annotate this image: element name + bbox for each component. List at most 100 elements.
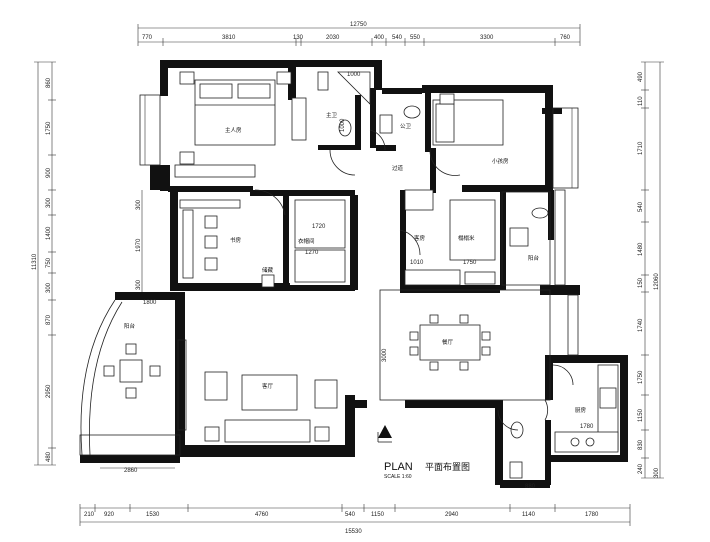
chair-icon — [125, 343, 137, 355]
plan-title: PLAN — [384, 461, 413, 473]
armchair-icon — [204, 371, 228, 401]
toilet-icon — [317, 71, 329, 91]
dim-top-400: 400 — [374, 35, 385, 41]
dim-1750: 1750 — [463, 260, 477, 266]
closet-shelf — [294, 199, 346, 249]
dim-3000: 3000 — [382, 348, 388, 362]
chair-icon — [204, 235, 218, 249]
plan-title-cn: 平面布置图 — [425, 461, 470, 473]
basin-icon — [338, 119, 352, 137]
dim-right-540: 540 — [638, 201, 644, 212]
basin-icon — [403, 105, 421, 119]
dim-right-1740: 1740 — [638, 318, 644, 332]
dim-left-860: 860 — [46, 77, 52, 88]
stove-icon — [570, 437, 580, 447]
desk — [182, 209, 194, 279]
dim-bottom-920: 920 — [104, 512, 115, 518]
cabinet — [404, 189, 434, 211]
wardrobe — [291, 97, 307, 141]
dim-top-770: 770 — [142, 35, 153, 41]
side-table-icon — [314, 426, 330, 442]
dim-bottom-1140: 1140 — [522, 512, 536, 518]
dim-top-3810: 3810 — [222, 35, 236, 41]
room-living: 客厅 — [262, 382, 274, 390]
dim-1800: 1800 — [143, 300, 157, 306]
right-dimensions: 490 110 1710 540 1480 150 1740 1750 1150… — [638, 61, 664, 479]
left-dimensions: 11310 860 1750 900 300 1400 750 300 870 … — [32, 61, 143, 466]
plan-scale: SCALE 1:60 — [384, 474, 412, 480]
dim-left-300a: 300 — [46, 197, 52, 208]
dim-1720: 1720 — [312, 224, 326, 230]
chair-icon — [204, 257, 218, 271]
toilet-icon — [509, 461, 523, 479]
dim-right-240: 240 — [638, 463, 644, 474]
dim-right-830: 830 — [638, 439, 644, 450]
stove-icon — [585, 437, 595, 447]
coffee-table-icon — [241, 374, 298, 411]
washer-icon — [509, 227, 529, 247]
bookshelf — [179, 199, 241, 209]
dim-left-300-inner-b: 300 — [136, 279, 142, 290]
dim-right-1750: 1750 — [638, 370, 644, 384]
dim-left-total: 11310 — [32, 253, 38, 270]
dim-left-870: 870 — [46, 314, 52, 325]
dim-top-550: 550 — [410, 35, 421, 41]
dim-880: 880 — [525, 484, 536, 490]
dim-right-110: 110 — [638, 96, 644, 106]
dim-left-1970: 1970 — [136, 238, 142, 252]
chair-icon — [149, 365, 161, 377]
double-bed-icon — [179, 71, 292, 146]
dim-right-1150: 1150 — [638, 408, 644, 422]
room-balcony: 阳台 — [124, 322, 136, 330]
sink-icon — [599, 387, 617, 409]
dim-top-760: 760 — [560, 35, 571, 41]
dim-right-490: 490 — [638, 71, 644, 82]
interior-dimensions: 1000 1000 1720 1270 1010 1750 1800 3000 … — [100, 72, 594, 490]
table-icon — [119, 359, 143, 383]
dim-top-total: 12750 — [350, 22, 367, 28]
room-shared-bath: 公卫 — [400, 123, 412, 130]
dim-right-1480: 1480 — [638, 242, 644, 256]
dim-top-2030: 2030 — [326, 35, 340, 41]
dim-top-540: 540 — [392, 35, 403, 41]
tatami-platform — [449, 199, 496, 261]
chair-icon — [204, 215, 218, 229]
dim-bottom-2940: 2940 — [445, 512, 459, 518]
room-master-bedroom: 主人房 — [225, 126, 242, 134]
room-tatami: 榻榻米 — [458, 234, 475, 242]
dim-left-480: 480 — [46, 451, 52, 462]
dim-bottom-1530: 1530 — [146, 512, 160, 518]
dim-bottom-1150: 1150 — [371, 512, 385, 518]
room-guest: 客房 — [414, 234, 426, 242]
dim-bottom-540: 540 — [345, 512, 356, 518]
dim-1000-b: 1000 — [340, 118, 346, 132]
closet-shelf — [294, 249, 346, 283]
windows — [79, 94, 579, 456]
shower-icon — [337, 71, 371, 105]
single-bed-icon — [432, 93, 504, 146]
toilet-icon — [379, 114, 393, 134]
dim-right-total: 12060 — [654, 273, 660, 290]
sofa-icon — [224, 419, 311, 443]
room-service-balcony: 阳台 — [528, 254, 540, 262]
dim-bottom-4760: 4760 — [255, 512, 269, 518]
side-table-icon — [204, 426, 220, 442]
dim-1780: 1780 — [580, 424, 594, 430]
top-dimensions: 12750 770 3810 130 2030 400 540 550 3300… — [137, 22, 581, 46]
dim-left-1400: 1400 — [46, 226, 52, 240]
north-arrow-icon — [377, 425, 392, 443]
room-master-bath: 主卫 — [326, 111, 338, 119]
room-labels: 主人房 主卫 公卫 过道 小孩房 书房 衣帽间 储藏 客房 榻榻米 阳台 餐厅 … — [124, 111, 587, 414]
dim-left-900: 900 — [46, 167, 52, 178]
dim-left-300-inner: 300 — [136, 199, 142, 210]
room-storage: 储藏 — [262, 266, 274, 274]
dim-1010: 1010 — [410, 260, 424, 266]
walls — [80, 60, 628, 488]
chair-icon — [125, 387, 137, 399]
dim-left-1750: 1750 — [46, 121, 52, 135]
dim-left-750: 750 — [46, 257, 52, 268]
dim-1270: 1270 — [305, 250, 319, 256]
room-dining: 餐厅 — [442, 338, 454, 346]
room-corridor: 过道 — [392, 164, 404, 172]
chair-icon — [103, 365, 115, 377]
